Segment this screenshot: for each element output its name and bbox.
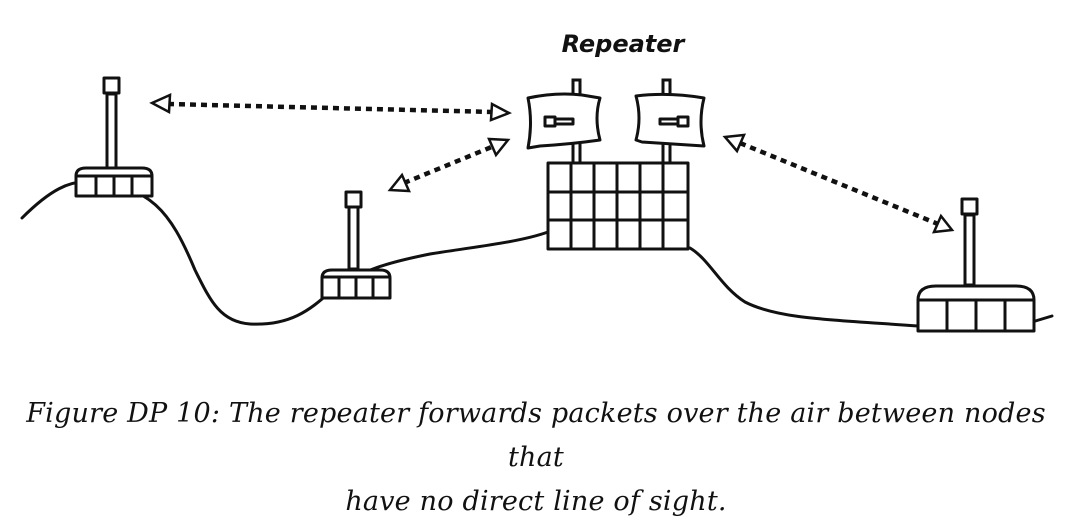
antenna-mast <box>963 213 976 287</box>
node-middle-valley <box>320 190 392 300</box>
caption-line-2: have no direct line of sight. <box>345 486 727 517</box>
repeater-label: Repeater <box>562 30 687 58</box>
radio-links <box>149 93 955 234</box>
repeater-network-diagram: Repeater <box>20 30 1054 333</box>
antenna-tip <box>344 190 363 209</box>
link-middle-to-repeater <box>387 137 511 193</box>
caption-line-1: Figure DP 10: The repeater forwards pack… <box>26 398 1046 473</box>
link-repeater-to-right <box>722 133 955 234</box>
antenna-mast <box>105 92 118 170</box>
repeater-center <box>526 78 706 251</box>
node-left-hilltop <box>74 76 154 198</box>
figure-caption: Figure DP 10: The repeater forwards pack… <box>0 392 1072 524</box>
antenna-tip <box>960 197 979 216</box>
panel-emitter-stem <box>658 117 680 126</box>
node-right-lowland <box>916 197 1036 333</box>
terrain-line <box>20 180 1054 328</box>
link-left-to-repeater <box>149 93 513 122</box>
antenna-tip <box>102 76 121 95</box>
antenna-mast <box>347 205 360 271</box>
panel-emitter-stem <box>553 117 575 126</box>
